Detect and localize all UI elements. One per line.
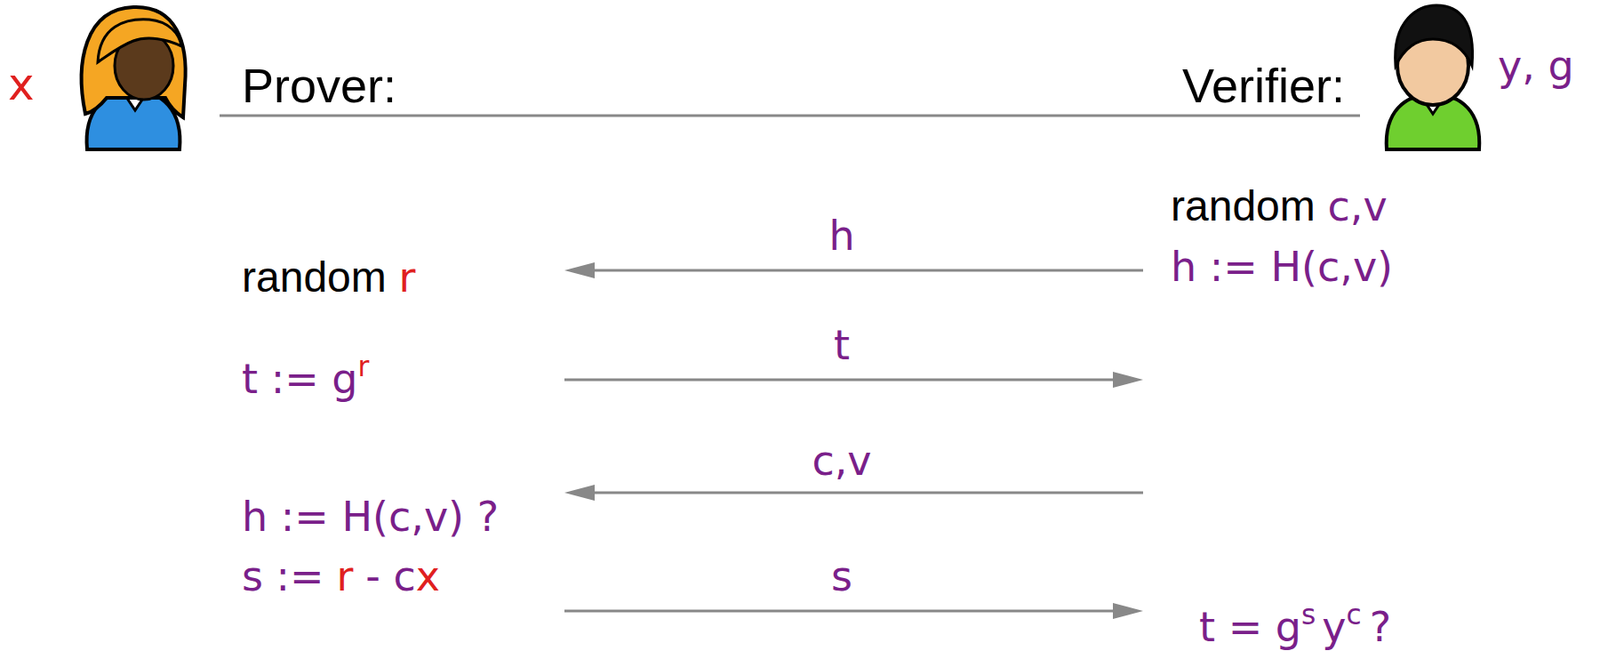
step-formula: ? [1369, 602, 1392, 651]
step-variable: x [416, 552, 440, 600]
text-line: Verifier: [1182, 61, 1345, 111]
message-label: s [831, 552, 853, 600]
message-arrow [586, 269, 1144, 272]
arrow-head [1112, 371, 1144, 388]
text-line: y, g [1497, 45, 1575, 88]
text-line: randomr [241, 256, 416, 299]
role-name: Prover: [241, 58, 397, 112]
message-label: t [833, 320, 850, 369]
message-arrow [586, 491, 1144, 495]
arrow-head [564, 484, 595, 501]
text-line: t [833, 324, 850, 367]
text-line: h := H(c,v) [1170, 246, 1393, 288]
text-line: Prover: [241, 61, 397, 111]
step-variable: r [336, 552, 353, 600]
secret-symbol: x [8, 58, 35, 111]
step-word: random [1170, 182, 1316, 230]
public-values: y, g [1497, 41, 1575, 90]
arrow-head [564, 262, 595, 279]
step-formula: h := H(c,v) ? [241, 492, 499, 541]
message-arrows [564, 262, 1144, 619]
step-word: random [241, 253, 387, 301]
message-label: c,v [811, 436, 872, 485]
text-line: h [828, 215, 855, 257]
text-line: h := H(c,v) ? [241, 496, 499, 538]
step-formula: s := [241, 552, 325, 600]
text-line: t := gr [241, 358, 369, 400]
step-formula: t = g [1199, 602, 1302, 651]
text-line: randomc,v [1170, 184, 1388, 228]
message-label: h [828, 211, 855, 260]
text-line: s [831, 555, 853, 598]
text-line: c,v [811, 440, 872, 482]
step-formula: t := g [241, 354, 359, 403]
text-line: s :=r- cx [241, 555, 440, 598]
step-formula: y [1321, 602, 1346, 651]
verifier-icon [1386, 5, 1480, 150]
exponent: r [358, 350, 370, 383]
exponent: s [1301, 598, 1316, 631]
prover-icon [81, 7, 186, 150]
step-variable: r [399, 253, 416, 302]
role-name: Verifier: [1182, 58, 1345, 112]
text-line: t = gsyc? [1199, 606, 1392, 648]
step-formula: - c [365, 552, 416, 600]
message-arrow [564, 378, 1121, 382]
exponent: c [1345, 598, 1361, 631]
text-line: x [8, 62, 35, 107]
arrow-head [1112, 602, 1144, 619]
message-arrow [564, 609, 1121, 613]
step-formula: h := H(c,v) [1170, 242, 1393, 291]
step-variable: c,v [1328, 182, 1388, 231]
header-rule [219, 114, 1360, 118]
